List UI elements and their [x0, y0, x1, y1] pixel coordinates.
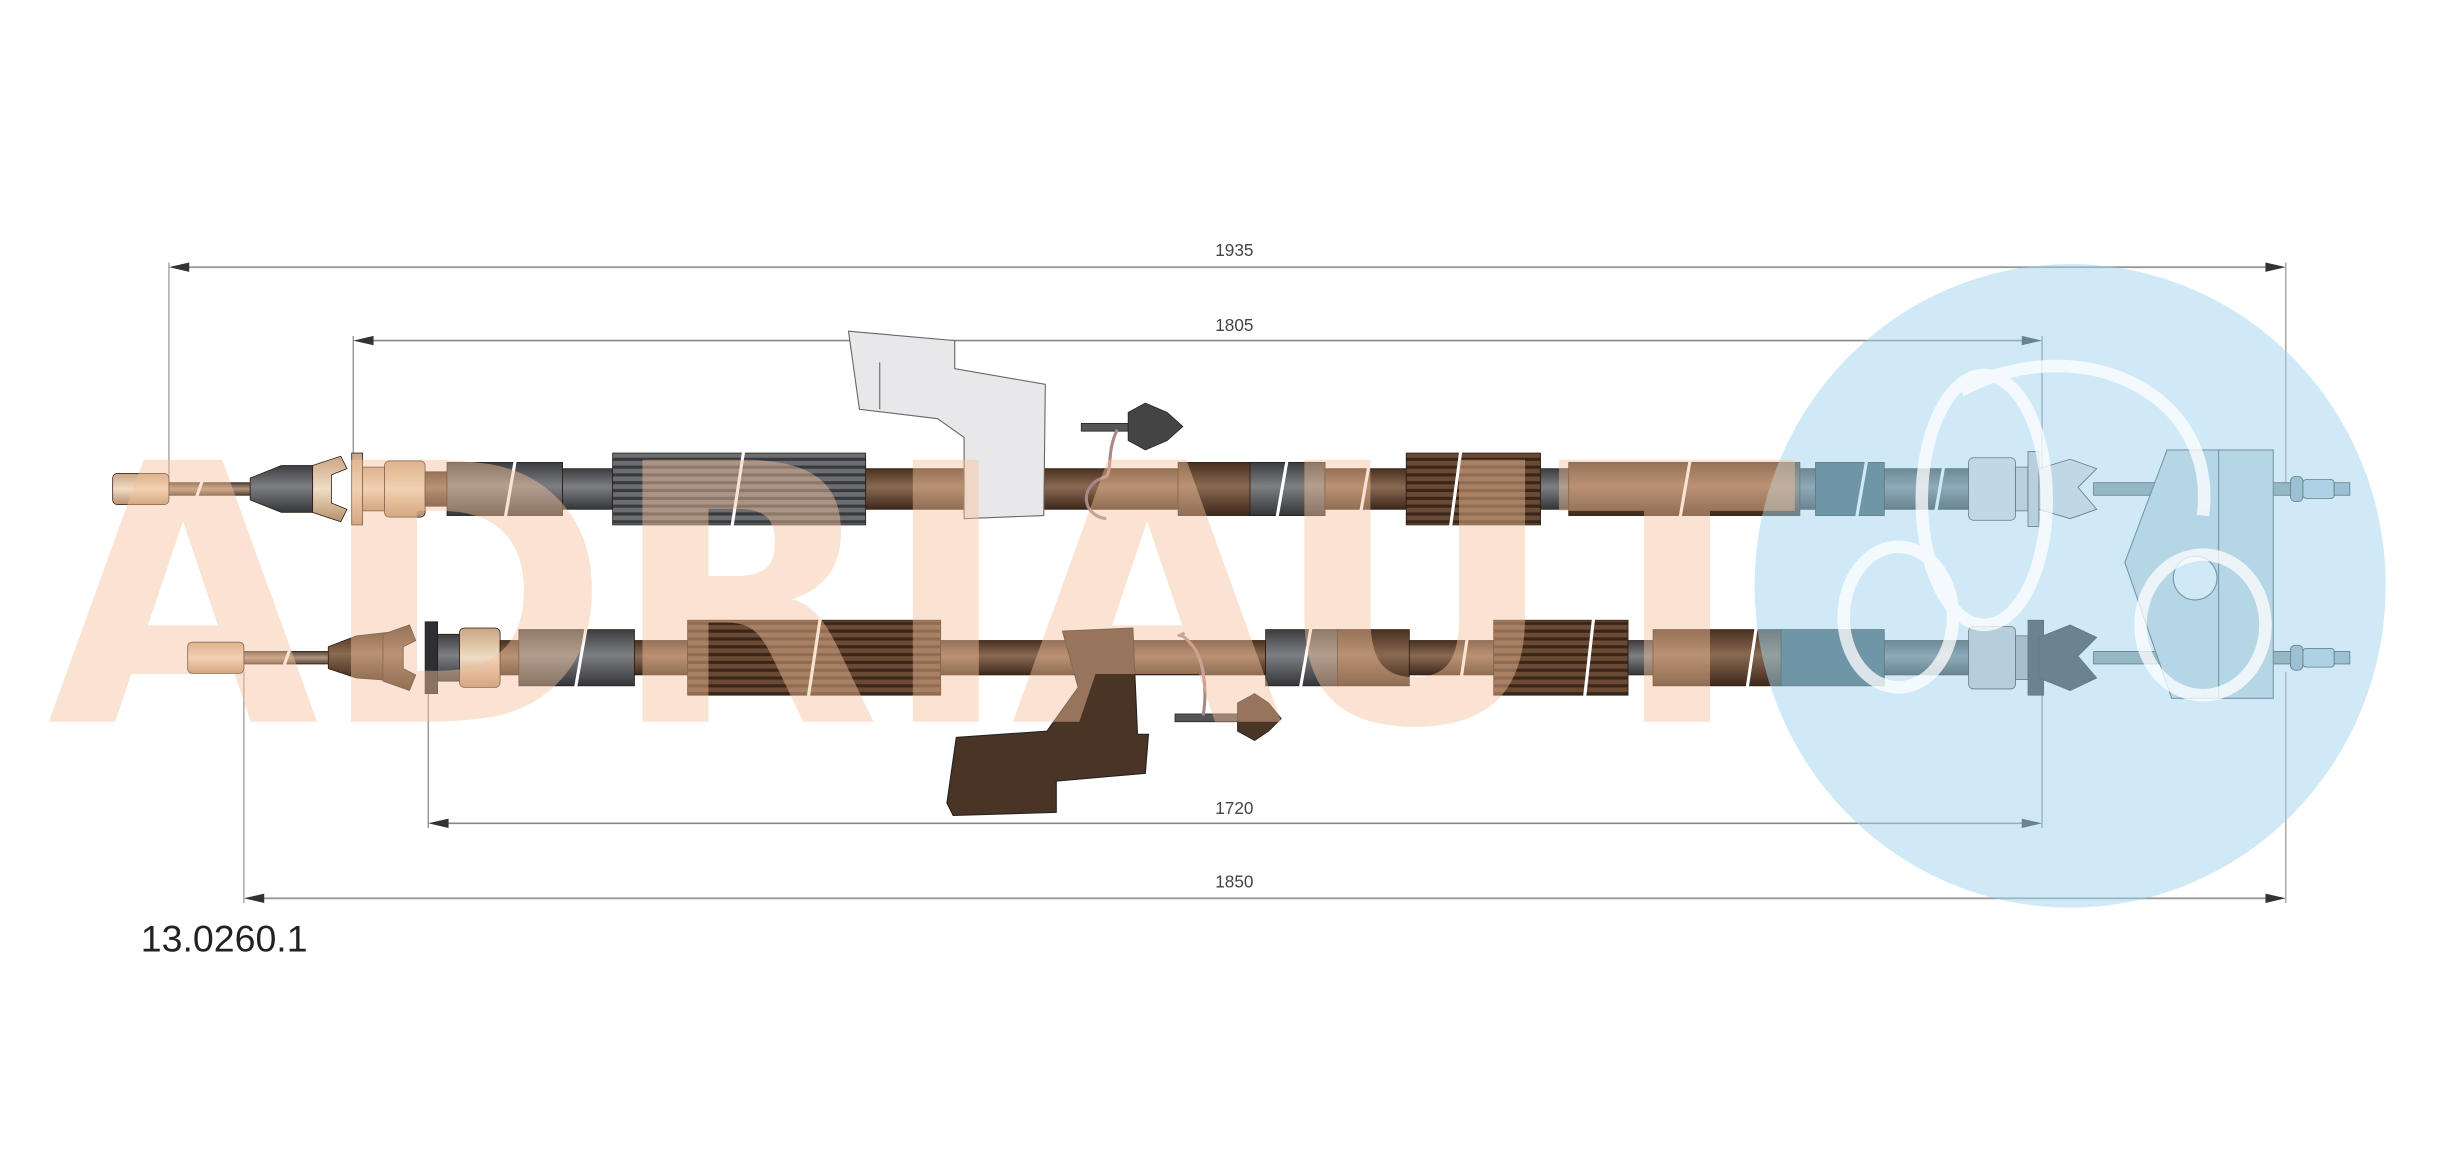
- retaining-clip: [2038, 458, 2098, 520]
- end-nipple: [2333, 482, 2351, 496]
- inner-wire-rod: [156, 482, 254, 496]
- washer: [351, 452, 364, 526]
- retaining-clip: [312, 455, 348, 523]
- washer: [2027, 451, 2040, 527]
- hose-clip: [1080, 402, 1184, 521]
- corrugated-sleeve: [687, 619, 942, 696]
- end-nipple: [2333, 651, 2351, 665]
- rubber-boot: [249, 465, 314, 513]
- end-nipple: [187, 641, 245, 674]
- part-number: 13.0260.1: [141, 917, 308, 959]
- adjuster-nut: [384, 460, 426, 518]
- hose-clip: [1174, 631, 1282, 741]
- end-nipple: [112, 472, 170, 505]
- retaining-clip: [2038, 624, 2098, 691]
- corrugated-sleeve: [1493, 619, 1629, 696]
- corrugated-sleeve: [1405, 452, 1541, 526]
- sheath-segment: [446, 462, 563, 516]
- retaining-clip: [382, 624, 417, 692]
- inner-wire-rod: [234, 651, 332, 665]
- dimension-label-1720: 1720: [1215, 798, 1253, 818]
- adjuster-nut: [1968, 457, 2016, 521]
- adjuster-nut: [1968, 626, 2016, 690]
- dimension-sheath-top: [352, 335, 2043, 469]
- dimension-overall-top: [168, 262, 2287, 488]
- lower-mounting-bracket: [946, 627, 1150, 817]
- upper-mounting-bracket: [847, 330, 1046, 520]
- dimension-label-1805: 1805: [1215, 315, 1253, 335]
- adjuster-nut: [459, 627, 501, 688]
- dimension-label-1850: 1850: [1215, 871, 1253, 891]
- washer: [424, 621, 439, 695]
- upper-cable: [112, 451, 2351, 527]
- svg-text:ADRIAUT: ADRIAUT: [47, 388, 1799, 807]
- dimension-label-1935: 1935: [1215, 240, 1253, 260]
- lower-cable: [187, 619, 2351, 696]
